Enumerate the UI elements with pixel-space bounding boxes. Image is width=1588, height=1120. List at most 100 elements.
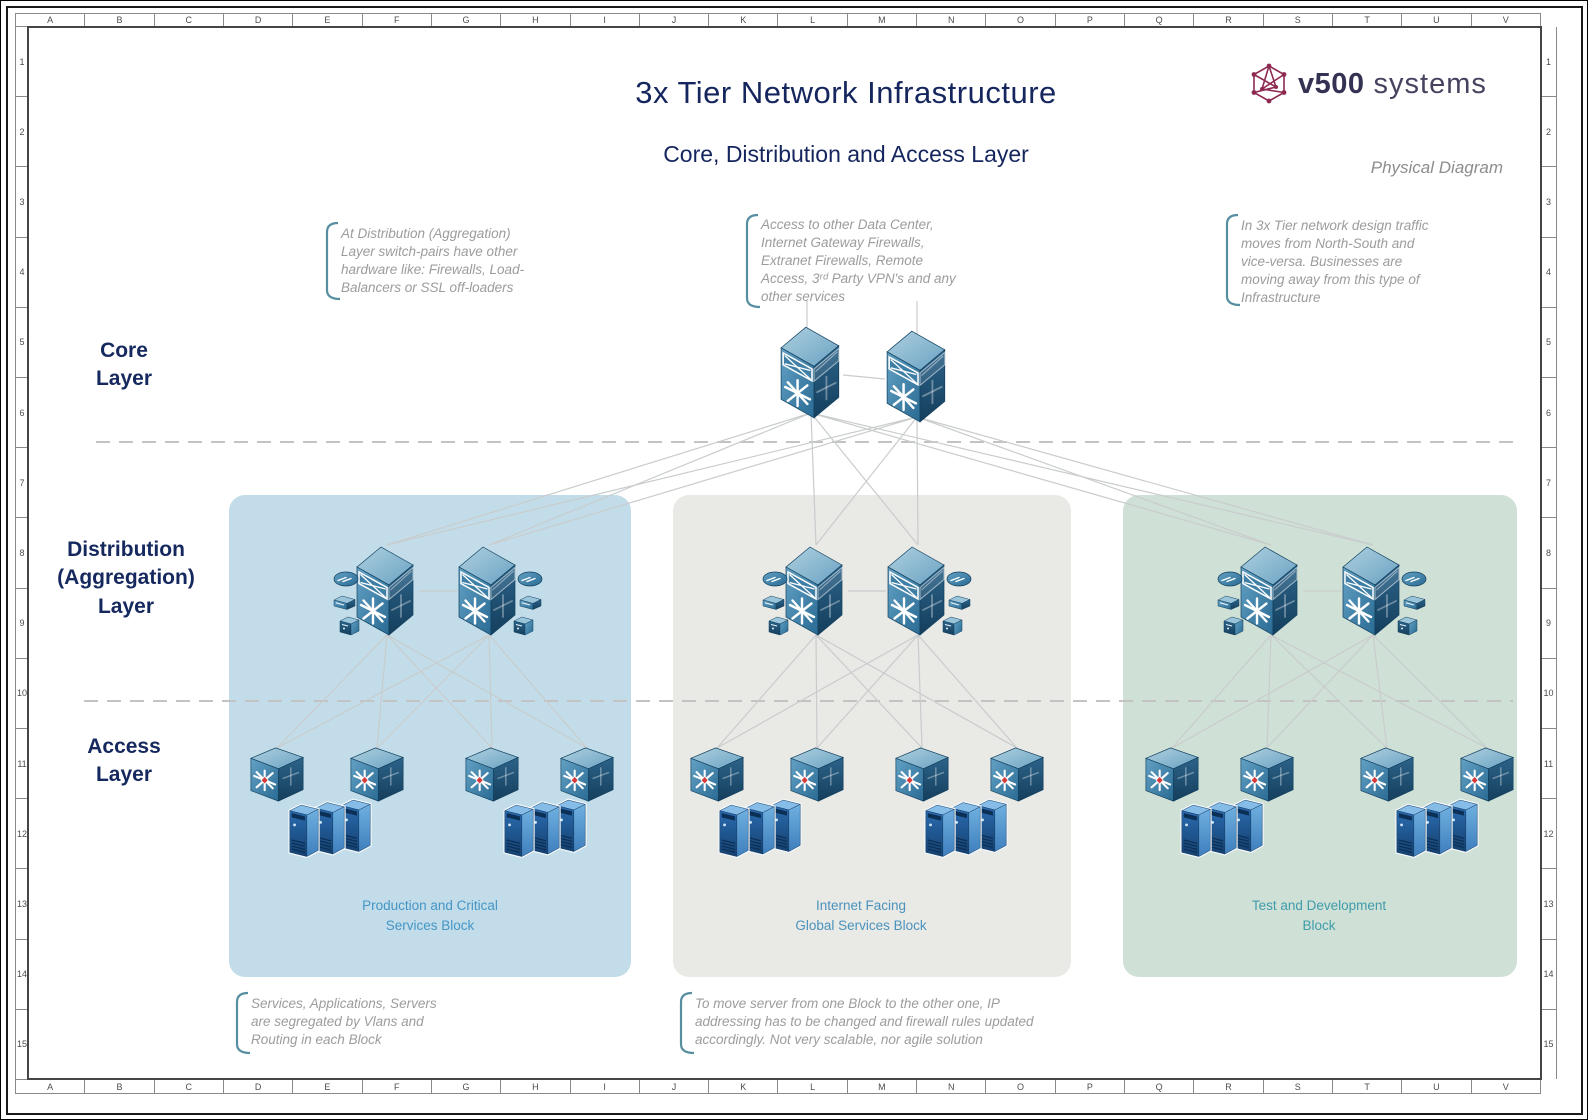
server-cluster-production-1: [288, 798, 372, 859]
production-block-label: Production and Critical Services Block: [362, 898, 498, 933]
ruler-cell: N: [916, 14, 985, 26]
ruler-cell: D: [222, 14, 292, 26]
page-title: 3x Tier Network Infrastructure: [635, 75, 1057, 110]
ruler-cell: 4: [1541, 236, 1556, 307]
ruler-cell: M: [846, 14, 916, 26]
distribution-layer-label: Distribution (Aggregation) Layer: [57, 538, 195, 618]
server-tower-icon: [744, 801, 776, 856]
server-cluster-production-2: [503, 798, 587, 859]
ruler-cell: V: [1470, 1080, 1540, 1093]
server-tower-icon: [718, 803, 750, 859]
ruler-cell: Q: [1124, 14, 1193, 26]
multilayer-switch-icon: [457, 545, 517, 637]
test-block-label: Test and Development Block: [1251, 898, 1387, 933]
ruler-cell: 14: [16, 938, 28, 1009]
ruler-cell: M: [846, 1080, 916, 1093]
server-tower-icon: [950, 801, 982, 856]
load-balancer-icon: [333, 571, 359, 587]
callout-bracket-icon: [235, 991, 251, 1055]
server-tower-icon: [340, 798, 372, 854]
service-module-icon: [339, 616, 360, 636]
ruler-cell: 5: [1541, 306, 1556, 377]
ruler-cell: E: [292, 14, 361, 26]
server-cluster-internet-2: [924, 798, 1008, 859]
core-multilayer-switch-2: [885, 330, 947, 424]
server-cluster-internet-1: [718, 798, 802, 859]
access-switch-internet-3: [894, 746, 950, 803]
ruler-cell: I: [569, 1080, 639, 1093]
server-tower-icon: [1206, 801, 1238, 856]
ruler-cell: 2: [16, 96, 28, 166]
multilayer-switch-icon: [355, 545, 415, 637]
core-layer-label: Core Layer: [95, 339, 153, 391]
server-tower-icon: [1180, 803, 1212, 859]
ruler-cell: N: [916, 1080, 985, 1093]
access-switch-test-4: [1459, 746, 1515, 803]
ruler-cell: S: [1262, 1080, 1332, 1093]
ruler-cell: 15: [1541, 1008, 1556, 1079]
logo-brand-light: systems: [1373, 67, 1487, 100]
server-tower-icon: [288, 803, 320, 859]
access-switch-test-2: [1239, 746, 1295, 803]
server-tower-icon: [1421, 801, 1453, 856]
server-tower-icon: [770, 798, 802, 854]
logo-brand-bold: v500: [1298, 67, 1365, 100]
diagram-type-label: Physical Diagram: [1370, 158, 1503, 177]
ruler-cell: U: [1401, 14, 1470, 26]
ruler-cell: J: [638, 1080, 708, 1093]
ruler-cell: S: [1262, 14, 1332, 26]
ruler-cell: 1: [1545, 56, 1551, 67]
ruler-cell: A: [47, 1081, 54, 1092]
ruler-cell: 13: [1541, 868, 1556, 938]
ruler-cell: 3: [16, 166, 28, 236]
load-balancer-icon: [946, 571, 972, 587]
ruler-cell: R: [1193, 14, 1262, 26]
v500-logo: v500 systems: [1249, 63, 1487, 105]
ruler-cell: 12: [1541, 798, 1556, 868]
ruler-cell: H: [500, 1080, 569, 1093]
ruler-cell: F: [361, 1080, 431, 1093]
server-cluster-test-1: [1180, 798, 1264, 859]
multilayer-switch-icon: [886, 545, 946, 637]
ruler-cell: P: [1054, 14, 1124, 26]
access-switch-production-2: [349, 746, 405, 803]
ruler-cell: L: [777, 14, 846, 26]
hex-network-icon: [1251, 63, 1287, 104]
ruler-cell: 10: [16, 657, 28, 728]
multilayer-switch-icon: [784, 545, 844, 637]
multilayer-switch-icon: [1239, 545, 1299, 637]
access-switch-test-3: [1359, 746, 1415, 803]
ruler-cell: D: [222, 1080, 292, 1093]
ruler-cell: I: [569, 14, 639, 26]
service-module-icon: [513, 616, 534, 636]
ruler-cell: U: [1401, 1080, 1470, 1093]
ruler-cell: 7: [16, 447, 28, 517]
ruler-cell: K: [708, 14, 777, 26]
service-module-icon: [768, 616, 789, 636]
server-tower-icon: [555, 798, 587, 854]
ruler-cell: T: [1331, 1080, 1401, 1093]
ruler-cell: 10: [1541, 657, 1556, 728]
service-module-icon: [1223, 616, 1244, 636]
ruler-cell: 6: [16, 377, 28, 447]
connection-lines: [276, 301, 1488, 749]
service-module-icon: [942, 616, 963, 636]
server-tower-icon: [1232, 798, 1264, 854]
ruler-cell: 4: [16, 236, 28, 307]
annotation-segregation: Services, Applications, Servers are segr…: [251, 996, 437, 1047]
ruler-cell: J: [638, 14, 708, 26]
ruler-cell: C: [153, 1080, 223, 1093]
server-tower-icon: [1447, 798, 1479, 854]
ruler-cell: 2: [1541, 96, 1556, 166]
server-tower-icon: [1395, 803, 1427, 859]
ruler-cell: R: [1193, 1080, 1262, 1093]
callout-bracket-icon: [679, 991, 695, 1055]
ruler-cell: L: [777, 1080, 846, 1093]
server-tower-icon: [924, 803, 956, 859]
ruler-cell: H: [500, 14, 569, 26]
ruler-cell: 15: [16, 1008, 28, 1079]
